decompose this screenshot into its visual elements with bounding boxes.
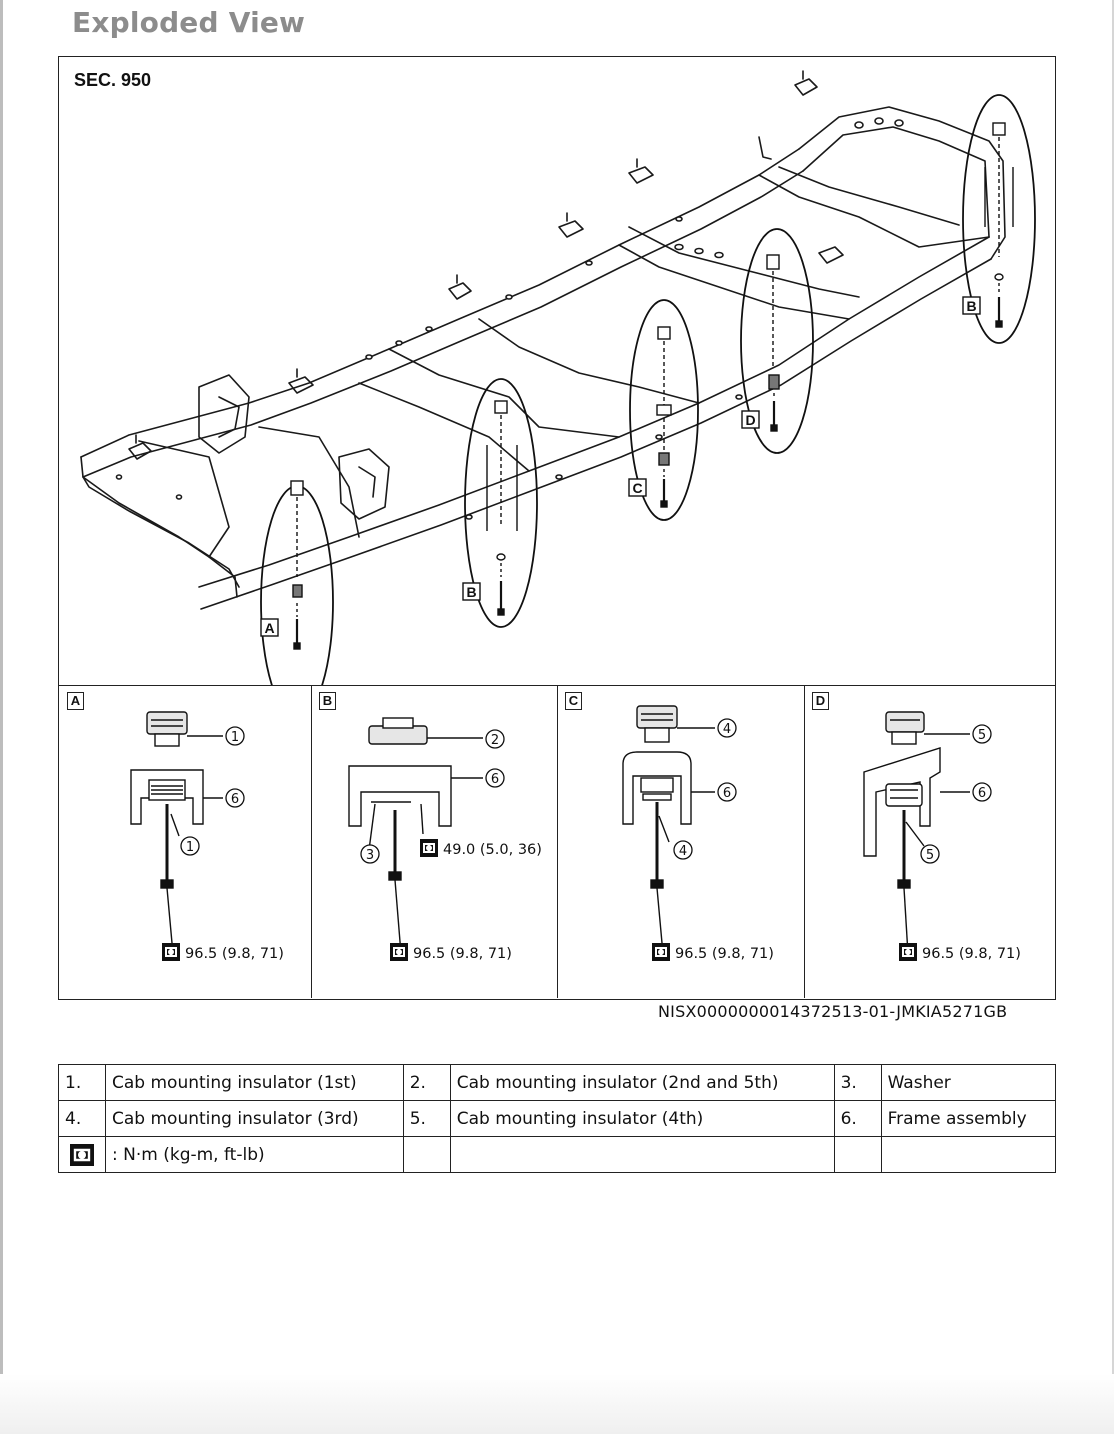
detail-panel-d: D 5 (804, 686, 1055, 996)
torque-spec-b-insulator: 49.0 (5.0, 36) (419, 838, 542, 858)
panel-d-diagram: 5 6 5 (863, 711, 992, 955)
legend-unit-icon-cell (58, 1136, 106, 1173)
stack-d (766, 254, 780, 432)
torque-wrench-icon (899, 943, 917, 961)
svg-text:B: B (966, 298, 976, 314)
svg-text:C: C (632, 480, 642, 496)
section-label: SEC. 950 (74, 70, 152, 90)
stack-b-rear (984, 122, 1014, 328)
svg-text:6: 6 (491, 772, 499, 787)
svg-text:5: 5 (926, 848, 934, 863)
legend-empty-cell (833, 1136, 882, 1173)
svg-text:3: 3 (366, 848, 374, 863)
svg-text:D: D (745, 412, 755, 428)
detail-panel-a: A 1 (59, 686, 311, 996)
legend-empty-cell (880, 1136, 1057, 1173)
svg-text:1: 1 (231, 730, 239, 745)
svg-text:6: 6 (723, 786, 731, 801)
exploded-view-figure: SEC. 950 (58, 56, 1056, 1000)
svg-text:4: 4 (723, 722, 731, 737)
legend-label: Cab mounting insulator (2nd and 5th) (449, 1064, 835, 1101)
legend-num: 1. (58, 1064, 106, 1101)
legend-label: Washer (880, 1064, 1057, 1101)
stack-a (290, 480, 304, 650)
legend-row: 1. Cab mounting insulator (1st) 2. Cab m… (58, 1064, 1057, 1101)
legend-unit-label: : N·m (kg-m, ft-lb) (105, 1136, 404, 1173)
torque-wrench-icon (70, 1143, 94, 1166)
page-right-edge (1112, 0, 1114, 1434)
torque-spec-c: 96.5 (9.8, 71) (651, 942, 774, 962)
svg-text:4: 4 (679, 844, 687, 859)
panel-divider (804, 686, 805, 998)
panel-divider (311, 686, 312, 998)
legend-num: 3. (833, 1064, 882, 1101)
parts-legend-table: 1. Cab mounting insulator (1st) 2. Cab m… (58, 1064, 1057, 1173)
callout-b-label: B (462, 582, 481, 601)
panel-a-diagram: 1 6 1 (130, 711, 245, 955)
legend-num: 5. (402, 1100, 451, 1137)
callout-d-label: D (741, 410, 760, 429)
legend-num: 2. (402, 1064, 451, 1101)
page-left-edge (0, 0, 3, 1434)
figure-id: NISX0000000014372513-01-JMKIA5271GB (658, 1002, 1008, 1021)
svg-text:1: 1 (186, 840, 194, 855)
torque-wrench-icon (162, 943, 180, 961)
legend-label: Cab mounting insulator (1st) (105, 1064, 404, 1101)
legend-row: 4. Cab mounting insulator (3rd) 5. Cab m… (58, 1100, 1057, 1137)
torque-spec-b: 96.5 (9.8, 71) (389, 942, 512, 962)
panel-b-diagram: 2 6 3 (348, 717, 505, 955)
legend-empty-cell (449, 1136, 835, 1173)
panel-divider (557, 686, 558, 998)
callout-c-label: C (628, 478, 647, 497)
svg-text:6: 6 (231, 792, 239, 807)
svg-text:5: 5 (978, 728, 986, 743)
legend-label: Frame assembly (880, 1100, 1057, 1137)
panel-letter: D (812, 692, 829, 710)
legend-label: Cab mounting insulator (3rd) (105, 1100, 404, 1137)
svg-text:B: B (466, 584, 476, 600)
torque-wrench-icon (390, 943, 408, 961)
panel-letter: B (319, 692, 336, 710)
svg-text:6: 6 (978, 786, 986, 801)
torque-wrench-icon (652, 943, 670, 961)
svg-text:A: A (264, 620, 274, 636)
panel-letter: A (67, 692, 84, 710)
frame-assembly-drawing: A B C D B (80, 70, 1036, 685)
page-bottom-shadow (0, 1374, 1114, 1434)
legend-num: 6. (833, 1100, 882, 1137)
page-title: Exploded View (72, 6, 306, 39)
detail-panels: A 1 (59, 685, 1055, 1000)
detail-panel-b: B 2 (311, 686, 557, 996)
torque-spec-a: 96.5 (9.8, 71) (161, 942, 284, 962)
detail-panel-c: C 4 (557, 686, 804, 996)
torque-wrench-icon (420, 839, 438, 857)
panel-letter: C (565, 692, 582, 710)
callout-a-label: A (260, 618, 279, 637)
torque-spec-d: 96.5 (9.8, 71) (898, 942, 1021, 962)
legend-empty-cell (402, 1136, 451, 1173)
legend-num: 4. (58, 1100, 106, 1137)
svg-text:2: 2 (491, 733, 499, 748)
callout-b-rear-label: B (962, 296, 981, 315)
legend-label: Cab mounting insulator (4th) (449, 1100, 835, 1137)
stack-c (656, 326, 672, 508)
stack-b (486, 400, 518, 616)
panel-c-diagram: 4 6 4 (622, 705, 737, 955)
legend-row: : N·m (kg-m, ft-lb) (58, 1136, 1057, 1173)
